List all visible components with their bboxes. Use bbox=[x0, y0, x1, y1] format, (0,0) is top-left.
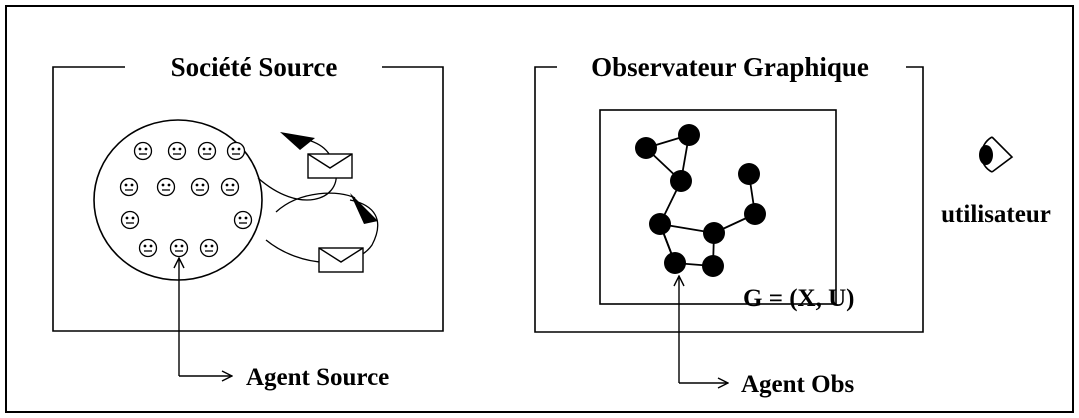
graph-node bbox=[702, 255, 724, 277]
society-source-box: Société Source Agent Source bbox=[52, 52, 444, 391]
society-ellipse bbox=[93, 119, 263, 281]
graph-node bbox=[703, 222, 725, 244]
message-loop-lower bbox=[265, 199, 379, 264]
graph-node bbox=[649, 213, 671, 235]
message-loop-upper bbox=[257, 137, 337, 201]
envelope-icon bbox=[318, 247, 364, 273]
message-arrowhead-lower bbox=[350, 193, 378, 224]
graph-label: G = (X, U) bbox=[743, 285, 854, 312]
message-arrowhead-upper bbox=[280, 132, 315, 150]
observer-graphic-box: Observateur Graphique G = (X, U) Agent O… bbox=[534, 52, 924, 398]
graph-node bbox=[744, 203, 766, 225]
graph-node bbox=[738, 163, 760, 185]
observed-graph bbox=[635, 124, 766, 277]
neutral-face-icon bbox=[226, 141, 246, 161]
neutral-face-icon bbox=[233, 210, 253, 230]
user-label: utilisateur bbox=[941, 201, 1051, 228]
agent-obs-label: Agent Obs bbox=[741, 371, 854, 398]
eye-icon bbox=[979, 136, 1014, 173]
neutral-face-icon bbox=[119, 177, 139, 197]
neutral-face-icon bbox=[199, 238, 219, 258]
neutral-face-icon bbox=[133, 141, 153, 161]
neutral-face-icon bbox=[138, 238, 158, 258]
graph-node bbox=[670, 170, 692, 192]
neutral-face-icon bbox=[220, 177, 240, 197]
graph-node bbox=[678, 124, 700, 146]
observer-graphic-title: Observateur Graphique bbox=[591, 52, 869, 82]
envelope-icon bbox=[307, 153, 353, 179]
agent-source-label: Agent Source bbox=[246, 364, 389, 391]
neutral-face-icon bbox=[120, 210, 140, 230]
neutral-face-icon bbox=[169, 238, 189, 258]
graph-node bbox=[664, 252, 686, 274]
neutral-face-icon bbox=[197, 141, 217, 161]
outer-frame bbox=[5, 5, 1074, 413]
neutral-face-icon bbox=[190, 177, 210, 197]
graph-node bbox=[635, 137, 657, 159]
agent-faces bbox=[119, 141, 253, 258]
neutral-face-icon bbox=[156, 177, 176, 197]
neutral-face-icon bbox=[167, 141, 187, 161]
graph-view-frame bbox=[599, 109, 837, 305]
society-source-title: Société Source bbox=[171, 52, 338, 82]
message-loop-lower-top bbox=[275, 192, 356, 213]
